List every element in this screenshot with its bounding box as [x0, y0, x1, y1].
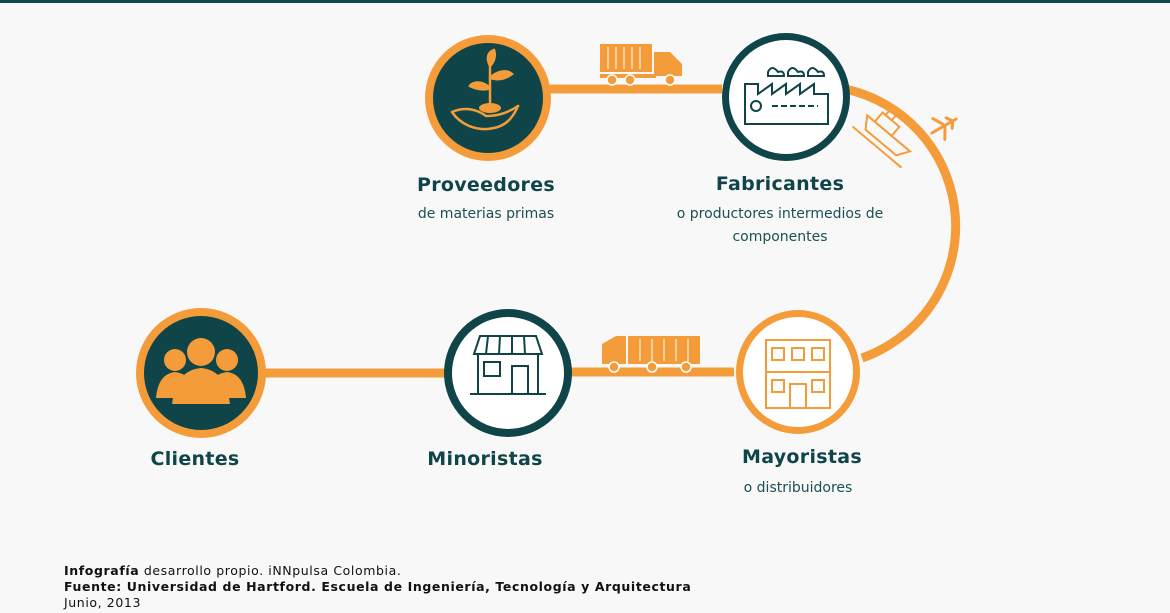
proveedores-subtitle: de materias primas — [417, 206, 555, 222]
top-border — [0, 0, 1170, 3]
footer-line-2: Fuente: Universidad de Hartford. Escuela… — [64, 579, 692, 594]
proveedores-title: Proveedores — [416, 174, 556, 196]
minoristas-node — [444, 309, 572, 437]
warehouse-building-icon — [765, 339, 831, 409]
truck-icon — [602, 336, 700, 373]
ship-icon — [851, 107, 913, 169]
fabricantes-subtitle-line-1: o productores intermedios de — [676, 206, 884, 222]
plant-in-hand-icon — [450, 48, 520, 131]
clientes-node — [136, 308, 266, 438]
store-icon — [470, 335, 546, 395]
footer-line-1: Infografía desarrollo propio. iNNpulsa C… — [64, 563, 691, 579]
minoristas-title: Minoristas — [427, 448, 543, 470]
mayoristas-title: Mayoristas — [742, 446, 862, 468]
fabricantes-subtitle-line-2: componentes — [732, 229, 828, 245]
fabricantes-node — [722, 33, 850, 161]
clientes-title: Clientes — [150, 448, 240, 470]
mayoristas-subtitle: o distribuidores — [743, 480, 853, 496]
factory-icon — [744, 67, 829, 125]
fabricantes-title: Fabricantes — [715, 173, 845, 195]
truck-icon — [600, 44, 682, 86]
footer-line-3: Junio, 2013 — [64, 595, 142, 610]
source-footer: Infografía desarrollo propio. iNNpulsa C… — [64, 563, 691, 611]
mayoristas-node — [736, 310, 860, 434]
connector-lines — [262, 84, 961, 378]
footer-line-1-rest: desarrollo propio. iNNpulsa Colombia. — [139, 563, 402, 578]
footer-infografia-bold: Infografía — [64, 563, 140, 578]
people-group-icon — [156, 338, 246, 404]
airplane-icon — [930, 116, 958, 141]
proveedores-node — [425, 35, 551, 161]
